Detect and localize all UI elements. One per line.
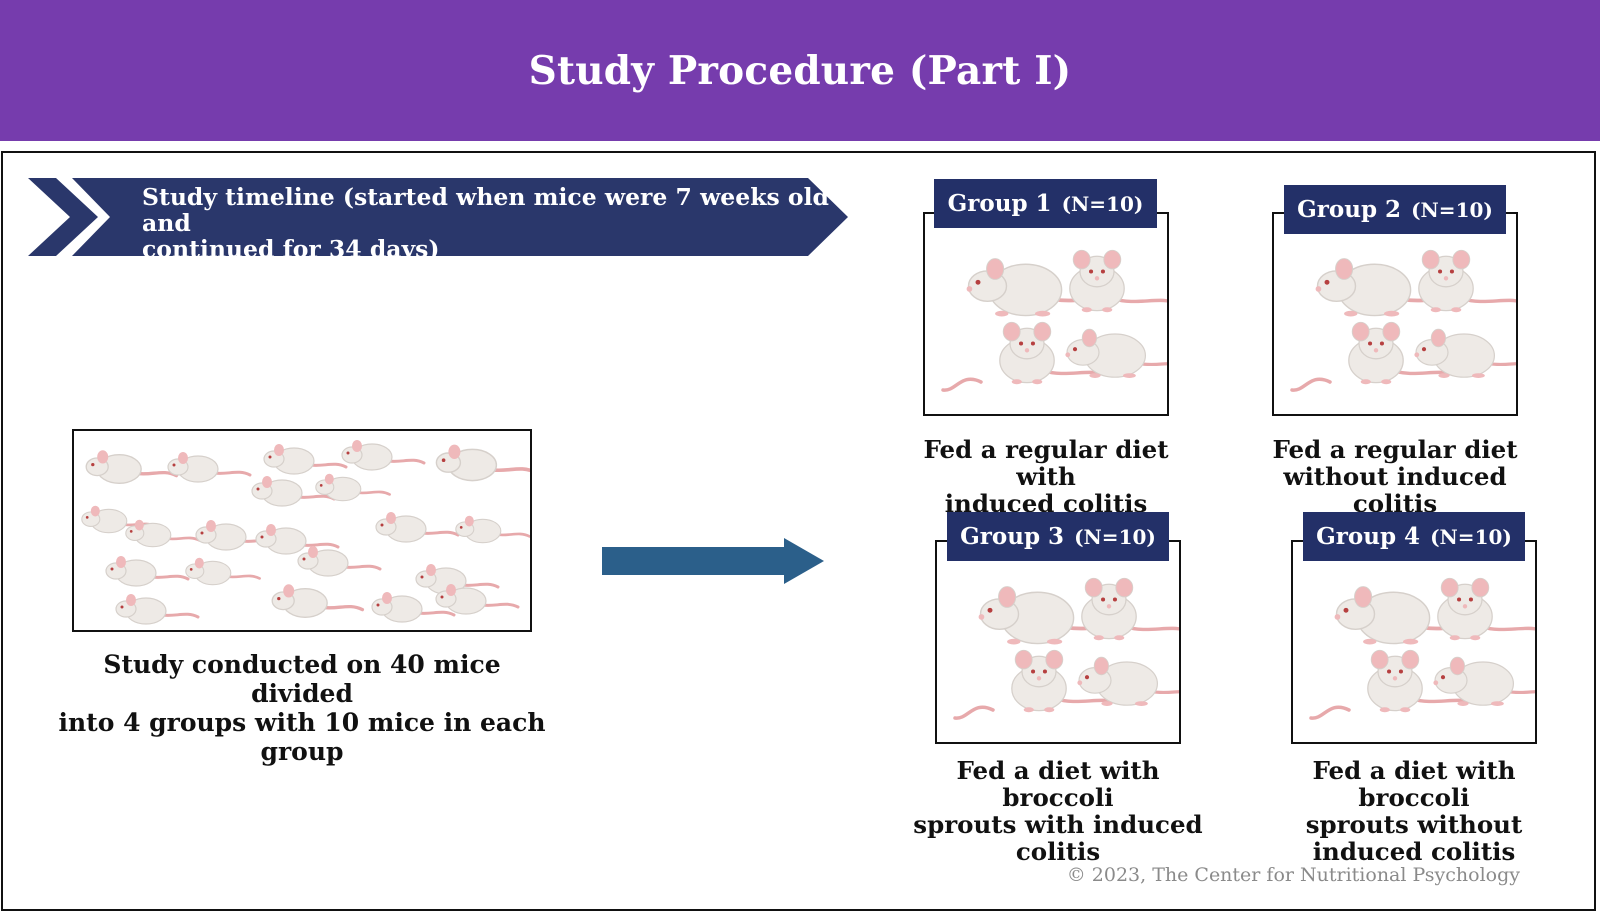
group-1-name: Group 1: [947, 190, 1052, 217]
group-2-caption: Fed a regular diet without induced colit…: [1244, 436, 1546, 517]
group-1-label: Group 1 (N=10): [934, 179, 1157, 228]
mouse-icon: [1293, 542, 1535, 742]
group-1-count: (N=10): [1061, 191, 1144, 216]
population-caption-line-3: group: [260, 737, 344, 766]
timeline-line-1: Study timeline (started when mice were 7…: [142, 183, 829, 237]
group-4-caption-line-3: induced colitis: [1312, 837, 1516, 866]
group-3-caption-line-3: colitis: [1015, 837, 1101, 866]
group-1-caption: Fed a regular diet with induced colitis: [895, 436, 1197, 517]
mouse-icon: [925, 214, 1167, 414]
content-frame: [1, 151, 1596, 911]
population-caption: Study conducted on 40 mice divided into …: [52, 650, 552, 766]
chevron-banner-icon: [28, 178, 848, 256]
group-3-caption-line-2: sprouts with induced: [913, 810, 1203, 839]
group-4-caption-line-2: sprouts without: [1305, 810, 1523, 839]
group-3-label: Group 3 (N=10): [947, 512, 1169, 561]
group-3-caption-line-1: Fed a diet with broccoli: [956, 756, 1160, 812]
population-caption-line-2: into 4 groups with 10 mice in each: [58, 708, 546, 737]
mouse-icon: [1274, 214, 1516, 414]
group-3-count: (N=10): [1074, 524, 1156, 549]
copyright-footer: © 2023, The Center for Nutritional Psych…: [1066, 864, 1520, 886]
group-3-card: [935, 540, 1181, 744]
mouse-icon: [937, 542, 1179, 742]
population-caption-line-1: Study conducted on 40 mice divided: [103, 650, 501, 708]
group-2-label: Group 2 (N=10): [1284, 185, 1506, 234]
timeline-line-2: continued for 34 days): [142, 235, 440, 263]
group-4-caption-line-1: Fed a diet with broccoli: [1312, 756, 1516, 812]
group-2-card: [1272, 212, 1518, 416]
group-2-count: (N=10): [1411, 197, 1493, 222]
group-2-caption-line-2: without induced colitis: [1283, 462, 1507, 518]
right-arrow-icon: [602, 538, 824, 584]
mouse-icon: [80, 438, 537, 626]
group-3-caption: Fed a diet with broccoli sprouts with in…: [902, 757, 1214, 865]
group-4-card: [1291, 540, 1537, 744]
group-4-caption: Fed a diet with broccoli sprouts without…: [1258, 757, 1570, 865]
group-4-label: Group 4 (N=10): [1303, 512, 1525, 561]
group-3-name: Group 3: [960, 523, 1065, 550]
timeline-banner: Study timeline (started when mice were 7…: [142, 184, 842, 262]
mice-population-image: [72, 429, 537, 632]
group-2-caption-line-1: Fed a regular diet: [1272, 435, 1518, 464]
group-4-count: (N=10): [1430, 524, 1512, 549]
group-2-name: Group 2: [1297, 196, 1402, 223]
header-bar: Study Procedure (Part I): [0, 0, 1600, 141]
group-4-name: Group 4: [1316, 523, 1421, 550]
group-1-caption-line-1: Fed a regular diet with: [923, 435, 1169, 491]
group-1-card: [923, 212, 1169, 416]
page-title: Study Procedure (Part I): [528, 47, 1072, 94]
